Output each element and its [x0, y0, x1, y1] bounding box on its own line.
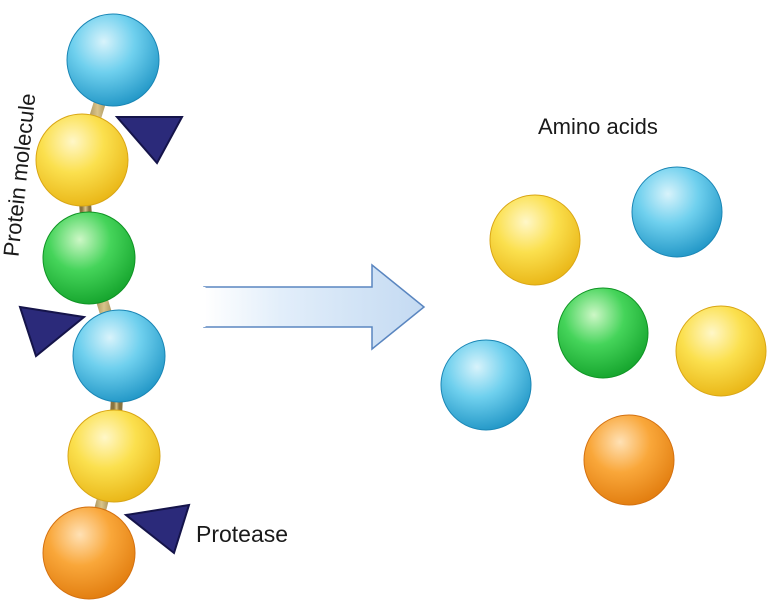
free-amino-acid-yellow [675, 305, 767, 397]
free-amino-acid-orange [583, 414, 675, 506]
protease-enzyme [18, 305, 87, 358]
protein-chain [35, 13, 166, 600]
free-amino-acid-green [557, 287, 649, 379]
free-amino-acid-yellow [489, 194, 581, 286]
protease-enzymes [18, 116, 191, 555]
protease-enzyme [123, 503, 191, 555]
amino-acids-label: Amino acids [538, 114, 658, 139]
amino-acid-bead-blue [72, 309, 166, 403]
reaction-arrow [202, 263, 426, 351]
amino-acid-bead-yellow [67, 409, 161, 503]
amino-acid-bead-yellow [35, 113, 129, 207]
free-amino-acid-blue [440, 339, 532, 431]
amino-acid-bead-blue [66, 13, 160, 107]
reaction-arrow-shape [203, 263, 426, 351]
free-amino-acids [440, 166, 767, 506]
protease-enzyme [114, 116, 184, 165]
amino-acid-bead-green [42, 211, 136, 305]
free-amino-acid-blue [631, 166, 723, 258]
protease-label: Protease [196, 521, 289, 547]
amino-acid-bead-orange [42, 506, 136, 600]
